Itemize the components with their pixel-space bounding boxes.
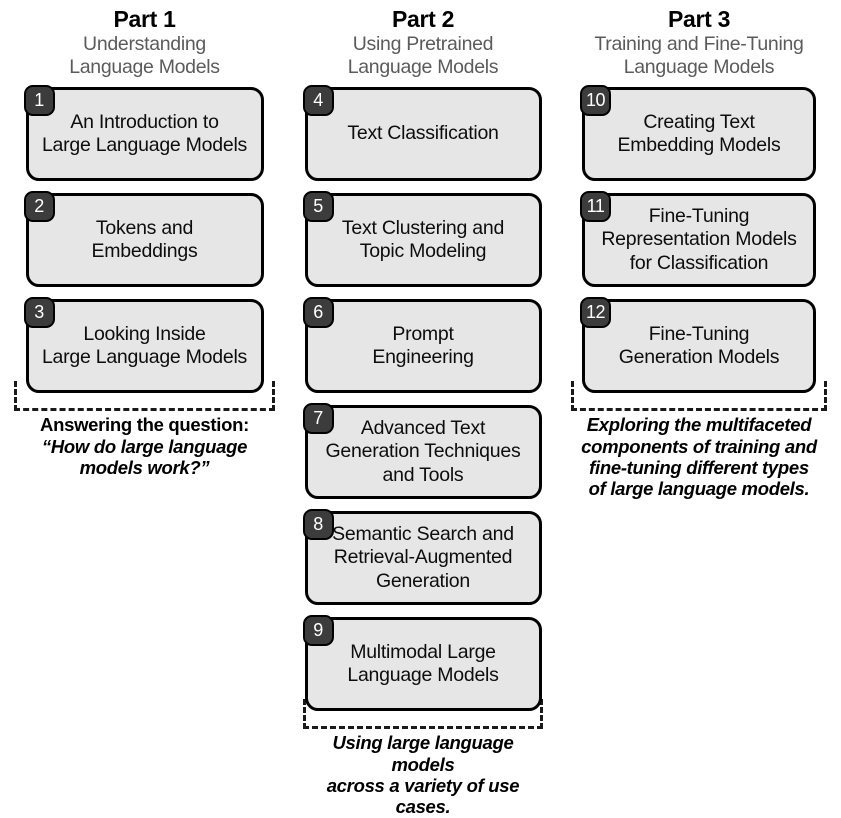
part-3-footer-text: Exploring the multifaceted components of…	[581, 414, 817, 500]
part-3-footer-caption: Exploring the multifaceted components of…	[567, 414, 831, 500]
chapter-card-2[interactable]: 2 Tokens and Embeddings	[23, 191, 264, 288]
chapter-title: Multimodal Large Language Models	[347, 640, 499, 687]
part-3-chapter-group: 10 Creating Text Embedding Models 11 Fin…	[567, 85, 831, 412]
chapter-number-badge: 11	[580, 191, 611, 223]
part-2-chapter-group: 4 Text Classification 5 Text Clustering …	[299, 85, 547, 730]
chapter-number-badge: 7	[302, 403, 334, 435]
chapter-card-5[interactable]: 5 Text Clustering and Topic Modeling	[302, 191, 542, 288]
chapter-title: Looking Inside Large Language Models	[41, 322, 248, 369]
part-3-header: Part 3 Training and Fine-Tuning Language…	[567, 0, 831, 79]
part-2-subtitle: Using Pretrained Language Models	[347, 33, 499, 79]
part-1-footer-caption: Answering the question: “How do large la…	[10, 414, 279, 478]
chapter-card-10[interactable]: 10 Creating Text Embedding Models	[580, 85, 816, 182]
chapter-number-badge: 3	[23, 297, 55, 329]
chapter-card-6[interactable]: 6 Prompt Engineering	[302, 297, 542, 394]
part-1-column: Part 1 Understanding Language Models 1 A…	[0, 0, 289, 478]
chapter-card-4[interactable]: 4 Text Classification	[302, 85, 542, 182]
part-3-title: Part 3	[667, 6, 731, 32]
chapter-number-badge: 6	[302, 297, 334, 329]
chapter-title: Fine-Tuning Generation Models	[618, 322, 780, 369]
chapter-card-8[interactable]: 8 Semantic Search and Retrieval-Augmente…	[302, 509, 542, 606]
chapter-title: Text Clustering and Topic Modeling	[341, 216, 505, 263]
chapter-title: An Introduction to Large Language Models	[41, 110, 248, 157]
part-2-footer-caption: Using large language models across a var…	[299, 732, 547, 818]
chapter-title: Text Classification	[347, 122, 499, 145]
chapter-card-1[interactable]: 1 An Introduction to Large Language Mode…	[23, 85, 264, 182]
chapter-card-9[interactable]: 9 Multimodal Large Language Models	[302, 615, 542, 712]
chapter-card-3[interactable]: 3 Looking Inside Large Language Models	[23, 297, 264, 394]
chapter-card-12[interactable]: 12 Fine-Tuning Generation Models	[580, 297, 816, 394]
part-2-footer-text: Using large language models across a var…	[326, 732, 520, 818]
chapter-number-badge: 8	[302, 509, 334, 541]
chapter-title: Advanced Text Generation Techniques and …	[325, 416, 521, 486]
chapter-title: Tokens and Embeddings	[91, 216, 198, 263]
chapter-number-badge: 2	[23, 191, 55, 223]
part-2-title: Part 2	[391, 6, 455, 32]
part-1-header: Part 1 Understanding Language Models	[10, 0, 279, 79]
chapter-number-badge: 9	[302, 615, 334, 647]
chapter-number-badge: 5	[302, 191, 334, 223]
chapter-card-11[interactable]: 11 Fine-Tuning Representation Models for…	[580, 191, 816, 288]
part-2-column: Part 2 Using Pretrained Language Models …	[289, 0, 557, 818]
chapter-title: Fine-Tuning Representation Models for Cl…	[601, 204, 797, 274]
chapter-title: Creating Text Embedding Models	[617, 110, 781, 157]
part-1-chapter-group: 1 An Introduction to Large Language Mode…	[10, 85, 279, 412]
part-1-title: Part 1	[113, 6, 176, 32]
part-1-footer-question-label: Answering the question:	[40, 414, 249, 436]
chapter-number-badge: 1	[23, 85, 55, 117]
part-1-footer-quote: “How do large language models work?”	[41, 435, 248, 478]
chapter-title: Semantic Search and Retrieval-Augmented …	[332, 522, 514, 592]
part-1-subtitle: Understanding Language Models	[69, 33, 220, 79]
chapter-title: Prompt Engineering	[372, 322, 474, 369]
part-3-column: Part 3 Training and Fine-Tuning Language…	[557, 0, 841, 500]
part-2-header: Part 2 Using Pretrained Language Models	[299, 0, 547, 79]
chapter-number-badge: 4	[302, 85, 334, 117]
part-3-subtitle: Training and Fine-Tuning Language Models	[594, 33, 804, 79]
chapter-number-badge: 12	[580, 297, 611, 329]
chapter-number-badge: 10	[580, 85, 611, 117]
chapter-card-7[interactable]: 7 Advanced Text Generation Techniques an…	[302, 403, 542, 500]
